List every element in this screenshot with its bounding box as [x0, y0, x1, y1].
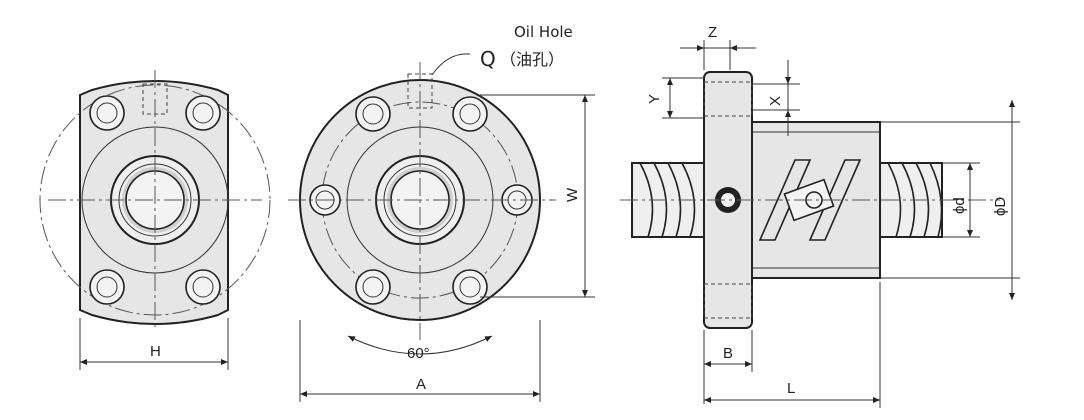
bolt-hole-mid-tr [452, 96, 488, 132]
bolt-hole-left-br [185, 269, 221, 305]
bolt-hole-mid-bl [355, 269, 391, 305]
dimension-y-label: Y [646, 94, 663, 104]
right-view-side [620, 40, 1020, 408]
bolt-hole-left-bl [89, 269, 125, 305]
oil-hole-chinese-label: （油孔） [500, 50, 564, 69]
bolt-hole-mid-br [452, 269, 488, 305]
oil-hole-q-label: Q [480, 47, 496, 71]
bolt-hole-mid-tl [355, 96, 391, 132]
dimension-b-label: B [723, 345, 733, 362]
dimension-z-label: Z [708, 24, 717, 41]
bolt-hole-left-tr [185, 95, 221, 131]
dimension-l-label: L [787, 380, 795, 397]
oil-hole-label: Oil Hole [514, 23, 573, 41]
dimension-angle-label: 60° [407, 345, 430, 362]
left-view-flange [39, 70, 271, 370]
bolt-hole-left-tl [89, 95, 125, 131]
dimension-d-large-label: ϕD [992, 197, 1009, 216]
dimension-a-label: A [416, 376, 426, 393]
dimension-d-small-label: ϕd [951, 197, 968, 214]
dimension-x-label: X [767, 96, 784, 106]
dimension-h-label: H [150, 343, 161, 360]
dimension-w-label: W [564, 187, 581, 202]
middle-view-flange [288, 53, 595, 402]
